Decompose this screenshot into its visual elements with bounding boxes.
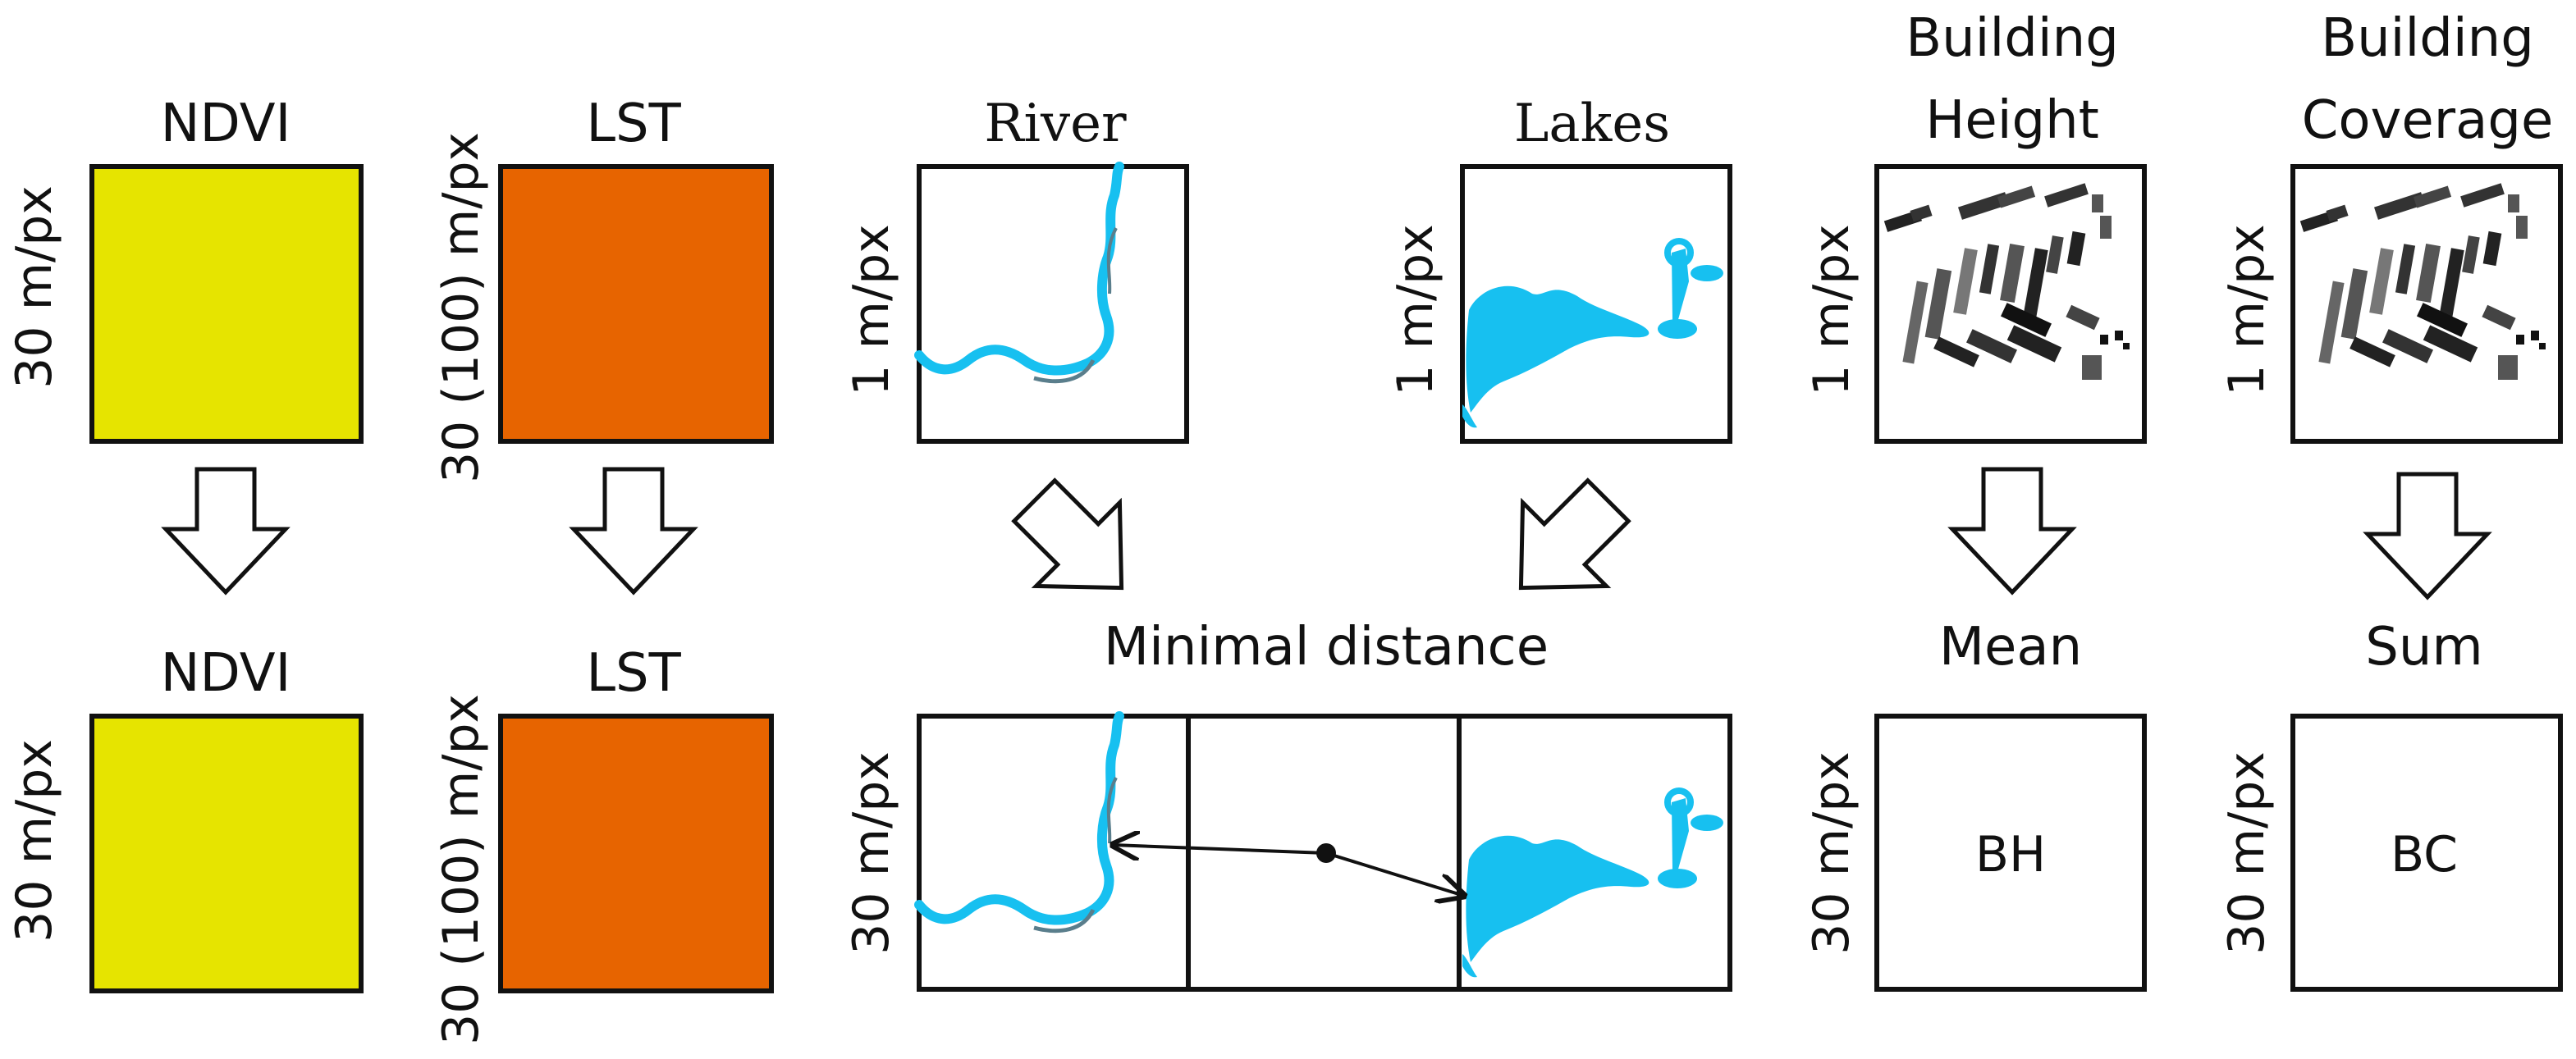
lst-source-title: LST: [586, 94, 681, 154]
bh-result-label: BH: [1975, 826, 2046, 883]
building-coverage-title-line1: Building: [2321, 8, 2534, 69]
distance-result-resolution: 30 m/px: [843, 751, 900, 955]
bh-result-tile: [1874, 714, 2147, 992]
bc-result-resolution: 30 m/px: [2218, 751, 2276, 955]
distance-line-to-lake: [1325, 851, 1464, 896]
ndvi-source-resolution: 30 m/px: [6, 185, 63, 389]
river-source-title: River: [984, 94, 1127, 154]
lst-source-tile: [498, 164, 774, 444]
pixel-center-point: [1316, 843, 1336, 863]
lakes-source-resolution: 1 m/px: [1387, 224, 1444, 396]
bc-result: 30 m/px BC: [2218, 714, 2563, 992]
lst-source-resolution: 30 (100) m/px: [432, 132, 490, 483]
down-arrow-ndvi: [161, 467, 291, 596]
lst-result-resolution: 30 (100) m/px: [432, 694, 490, 1045]
lst-result-title: LST: [586, 643, 681, 704]
lst-result: LST 30 (100) m/px: [432, 643, 774, 1045]
diagonal-arrow-lakes: [1518, 477, 1631, 591]
building-height-title-line2: Height: [1925, 90, 2099, 151]
building-height-resolution: 1 m/px: [1803, 224, 1860, 396]
ndvi-result-title: NDVI: [161, 643, 291, 704]
distance-cell-river: [917, 714, 1191, 992]
distance-line-to-river: [1113, 845, 1327, 853]
diagonal-arrow-river: [1011, 477, 1124, 591]
operation-mean: Mean: [1939, 617, 2082, 678]
building-coverage-title-line2: Coverage: [2302, 90, 2554, 151]
lakes-source-title: Lakes: [1514, 94, 1670, 154]
building-height-title-line1: Building: [1906, 8, 2119, 69]
ndvi-result: NDVI 30 m/px: [6, 643, 364, 993]
lst-result-tile: [498, 714, 774, 993]
bh-result: 30 m/px BH: [1803, 714, 2147, 992]
building-coverage-source: Building Coverage 1 m/px: [2218, 8, 2563, 444]
river-source: River 1 m/px: [843, 94, 1189, 444]
bc-result-tile: [2290, 714, 2563, 992]
ndvi-source-title: NDVI: [161, 94, 291, 154]
bh-result-resolution: 30 m/px: [1803, 751, 1860, 955]
down-arrow-bh: [1947, 467, 2077, 596]
river-source-tile: [917, 164, 1189, 444]
building-height-source: Building Height 1 m/px: [1803, 8, 2147, 444]
ndvi-result-tile: [89, 714, 364, 993]
lst-source: LST 30 (100) m/px: [432, 94, 774, 483]
ndvi-source: NDVI 30 m/px: [6, 94, 364, 444]
down-arrow-bc: [2363, 472, 2492, 600]
ndvi-result-resolution: 30 m/px: [6, 739, 63, 943]
operation-minimal-distance: Minimal distance: [1104, 617, 1549, 678]
distance-result: 30 m/px: [843, 714, 1732, 992]
bc-result-label: BC: [2391, 826, 2458, 883]
building-coverage-resolution: 1 m/px: [2218, 224, 2276, 396]
operation-sum: Sum: [2365, 617, 2483, 678]
lakes-source: Lakes 1 m/px: [1387, 94, 1732, 444]
ndvi-source-tile: [89, 164, 364, 444]
river-source-resolution: 1 m/px: [843, 224, 900, 396]
down-arrow-lst: [569, 467, 698, 596]
